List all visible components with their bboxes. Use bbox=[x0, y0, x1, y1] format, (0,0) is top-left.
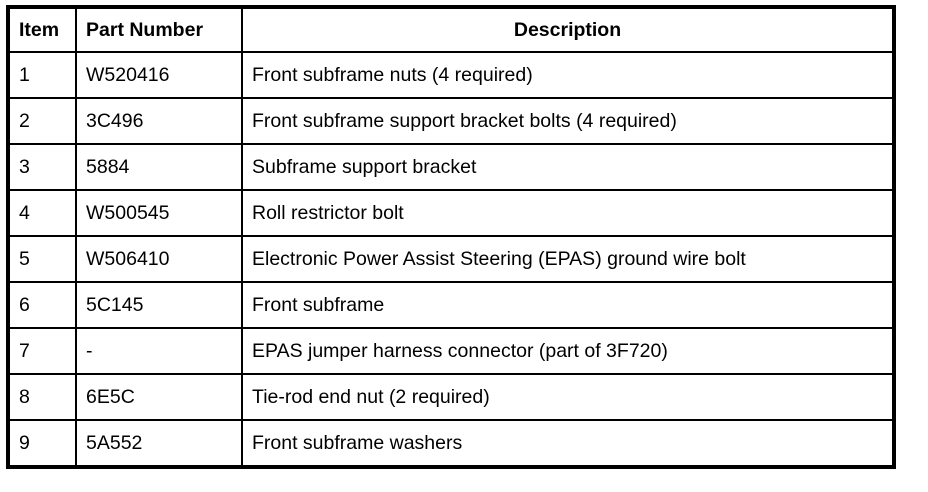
cell-part-number: W500545 bbox=[75, 189, 243, 237]
table-header-row: Item Part Number Description bbox=[7, 6, 895, 53]
table-row: 2 3C496 Front subframe support bracket b… bbox=[7, 97, 895, 145]
table-row: 1 W520416 Front subframe nuts (4 require… bbox=[7, 51, 895, 99]
cell-description: Front subframe bbox=[241, 281, 895, 329]
cell-item: 2 bbox=[7, 97, 77, 145]
cell-part-number: W506410 bbox=[75, 235, 243, 283]
column-header-description: Description bbox=[241, 6, 895, 53]
cell-description: Front subframe washers bbox=[241, 419, 895, 468]
cell-item: 7 bbox=[7, 327, 77, 375]
cell-description: Electronic Power Assist Steering (EPAS) … bbox=[241, 235, 895, 283]
cell-part-number: 5A552 bbox=[75, 419, 243, 468]
table-row: 4 W500545 Roll restrictor bolt bbox=[7, 189, 895, 237]
cell-description: Front subframe nuts (4 required) bbox=[241, 51, 895, 99]
parts-table-header: Item Part Number Description bbox=[7, 6, 895, 53]
cell-description: EPAS jumper harness connector (part of 3… bbox=[241, 327, 895, 375]
table-row: 8 6E5C Tie-rod end nut (2 required) bbox=[7, 373, 895, 421]
cell-part-number: 3C496 bbox=[75, 97, 243, 145]
parts-table: Item Part Number Description 1 W520416 F… bbox=[6, 5, 896, 469]
cell-item: 4 bbox=[7, 189, 77, 237]
cell-description: Subframe support bracket bbox=[241, 143, 895, 191]
column-header-item: Item bbox=[7, 6, 77, 53]
cell-part-number: - bbox=[75, 327, 243, 375]
table-row: 6 5C145 Front subframe bbox=[7, 281, 895, 329]
cell-item: 8 bbox=[7, 373, 77, 421]
table-row: 7 - EPAS jumper harness connector (part … bbox=[7, 327, 895, 375]
column-header-part-number: Part Number bbox=[75, 6, 243, 53]
cell-part-number: W520416 bbox=[75, 51, 243, 99]
parts-table-body: 1 W520416 Front subframe nuts (4 require… bbox=[7, 51, 895, 468]
table-row: 3 5884 Subframe support bracket bbox=[7, 143, 895, 191]
table-row: 9 5A552 Front subframe washers bbox=[7, 419, 895, 468]
cell-item: 3 bbox=[7, 143, 77, 191]
cell-item: 9 bbox=[7, 419, 77, 468]
cell-description: Tie-rod end nut (2 required) bbox=[241, 373, 895, 421]
cell-part-number: 5C145 bbox=[75, 281, 243, 329]
cell-part-number: 5884 bbox=[75, 143, 243, 191]
cell-item: 6 bbox=[7, 281, 77, 329]
cell-part-number: 6E5C bbox=[75, 373, 243, 421]
table-row: 5 W506410 Electronic Power Assist Steeri… bbox=[7, 235, 895, 283]
parts-table-container: Item Part Number Description 1 W520416 F… bbox=[6, 5, 896, 469]
cell-description: Front subframe support bracket bolts (4 … bbox=[241, 97, 895, 145]
cell-item: 1 bbox=[7, 51, 77, 99]
cell-description: Roll restrictor bolt bbox=[241, 189, 895, 237]
cell-item: 5 bbox=[7, 235, 77, 283]
